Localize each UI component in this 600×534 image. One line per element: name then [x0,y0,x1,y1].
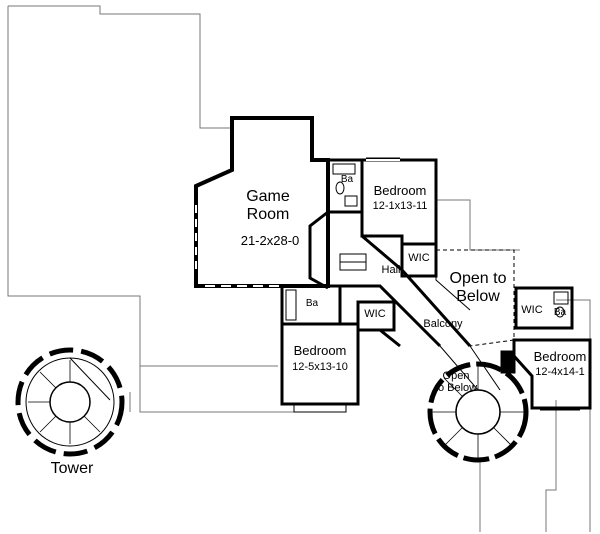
game-room-name-line1: Game [246,188,290,205]
bath-1-walls [326,158,364,214]
bath-2-label: Ba [305,298,319,309]
open-to-below-stair-label: Open to Below [428,370,484,394]
bedroom-2-dims: 12-5x13-10 [292,361,348,373]
bedroom-1-dims: 12-1x13-11 [372,200,428,212]
bath-3-label: Ba [553,307,567,318]
game-room-label: Game Room [238,188,298,223]
balcony-label: Balcony [423,318,463,330]
wic-1-label: WIC [408,252,430,264]
tower-label: Tower [50,460,94,477]
bedroom-3-walls [500,286,592,411]
game-room-dims: 21-2x28-0 [240,233,300,248]
game-room-name-line2: Room [246,205,290,223]
game-room-walls [194,116,330,288]
open-to-below-main-label: Open to Below [444,270,512,305]
bedroom-2-name: Bedroom [293,343,347,358]
bedroom-3-name: Bedroom [533,349,587,364]
right-stair-tower [427,345,529,463]
tower-stair [15,347,125,457]
wic-3-label: WIC [521,304,543,316]
bedroom-1-name: Bedroom [373,183,427,198]
bath-1-label: Ba [340,174,354,185]
wic-2-label: WIC [364,308,386,320]
open-to-below-stair-line2: to Below [434,382,478,395]
open-to-below-main-line1: Open to [449,270,507,287]
open-to-below-main-line2: Below [456,287,500,305]
bedroom-3-dims: 12-4x14-1 [535,366,585,378]
open-to-below-main [435,249,515,347]
open-to-below-stair-line1: Open [442,370,470,382]
hall-label: Hall [381,264,401,276]
bedroom-2-walls [280,284,401,413]
